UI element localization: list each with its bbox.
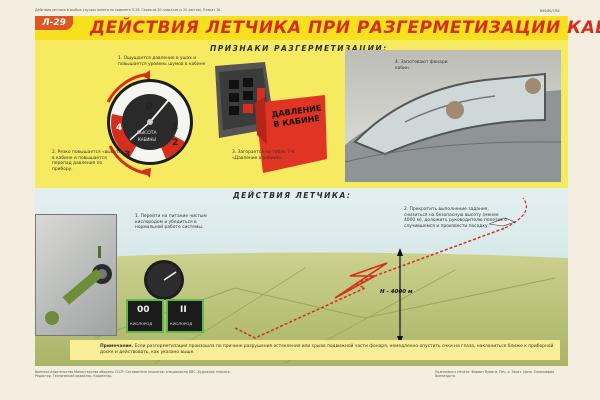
gauge-mark-0: 0 bbox=[146, 102, 153, 112]
gauge-label-sub: КАБИНЫ bbox=[138, 137, 156, 142]
top-left-note: Действия летчика в особых случаях полета… bbox=[35, 8, 222, 12]
sign-caption-2: 2. Резко повышается «высота» в кабине и … bbox=[52, 150, 124, 172]
action-caption-2: 2. Прекратить выполнение задания, снизит… bbox=[404, 207, 507, 229]
oxygen-indicator-right-value: II bbox=[180, 305, 187, 315]
oxygen-pressure-gauge-icon bbox=[144, 260, 184, 300]
canopy-icon bbox=[345, 72, 561, 182]
title-bar bbox=[35, 16, 568, 40]
cabin-altitude-gauge-icon bbox=[106, 70, 193, 178]
note-text: Примечание. Если разгерметизация произош… bbox=[100, 344, 555, 355]
note-body: Если разгерметизация произошла по причин… bbox=[100, 344, 554, 355]
cockpit-illustration bbox=[345, 50, 561, 182]
sign-caption-3: 3. Загорается на табло Т-9 «Давление в к… bbox=[232, 150, 295, 161]
pressure-warning-plate-icon bbox=[255, 95, 327, 173]
actions-heading: ДЕЙСТВИЯ ЛЕТЧИКА: bbox=[233, 191, 352, 200]
top-right-code: В90/80/7/84 bbox=[540, 9, 560, 13]
oxygen-valve-icon bbox=[45, 246, 112, 325]
action-caption-1: 1. Перейти на питание чистым кислородом … bbox=[135, 214, 207, 230]
altitude-label: Н - 4000 м bbox=[380, 289, 413, 295]
footer-left: Военное издательство Министерства оборон… bbox=[35, 370, 231, 378]
oxygen-indicator-left-value: 00 bbox=[137, 305, 150, 315]
footer: Военное издательство Министерства оборон… bbox=[35, 368, 568, 382]
gauge-label-word: ВЫСОТА bbox=[137, 131, 157, 136]
aircraft-badge: Л-29 bbox=[35, 16, 73, 30]
oxygen-indicator-left bbox=[126, 299, 164, 333]
note-box: Примечание. Если разгерметизация произош… bbox=[70, 340, 560, 360]
oxygen-indicator-left-caption: КИСЛОРОД bbox=[130, 321, 153, 326]
signs-heading: ПРИЗНАКИ РАЗГЕРМЕТИЗАЦИИ: bbox=[210, 44, 388, 53]
gauge-mark-2: 2 bbox=[172, 138, 179, 148]
sign-caption-1: 1. Ощущается давление в ушах и повышаетс… bbox=[118, 56, 206, 67]
sign-caption-4: 4. Запотевают фонари кабин. bbox=[395, 60, 448, 71]
gauge-mark-3: 3 bbox=[124, 150, 131, 160]
footer-right: Подписано к печати. Формат бумаги. Печ. … bbox=[435, 370, 555, 378]
poster-title: ДЕЙСТВИЯ ЛЕТЧИКА ПРИ РАЗГЕРМЕТИЗАЦИИ КАБ… bbox=[90, 18, 600, 38]
oxygen-indicator-right-caption: КИСЛОРОД bbox=[170, 321, 193, 326]
note-title: Примечание. bbox=[100, 344, 134, 349]
gauge-mark-4: 4 bbox=[116, 123, 123, 133]
oxygen-indicator-right bbox=[166, 299, 204, 333]
gauge-mark-1: 1 bbox=[172, 122, 179, 132]
